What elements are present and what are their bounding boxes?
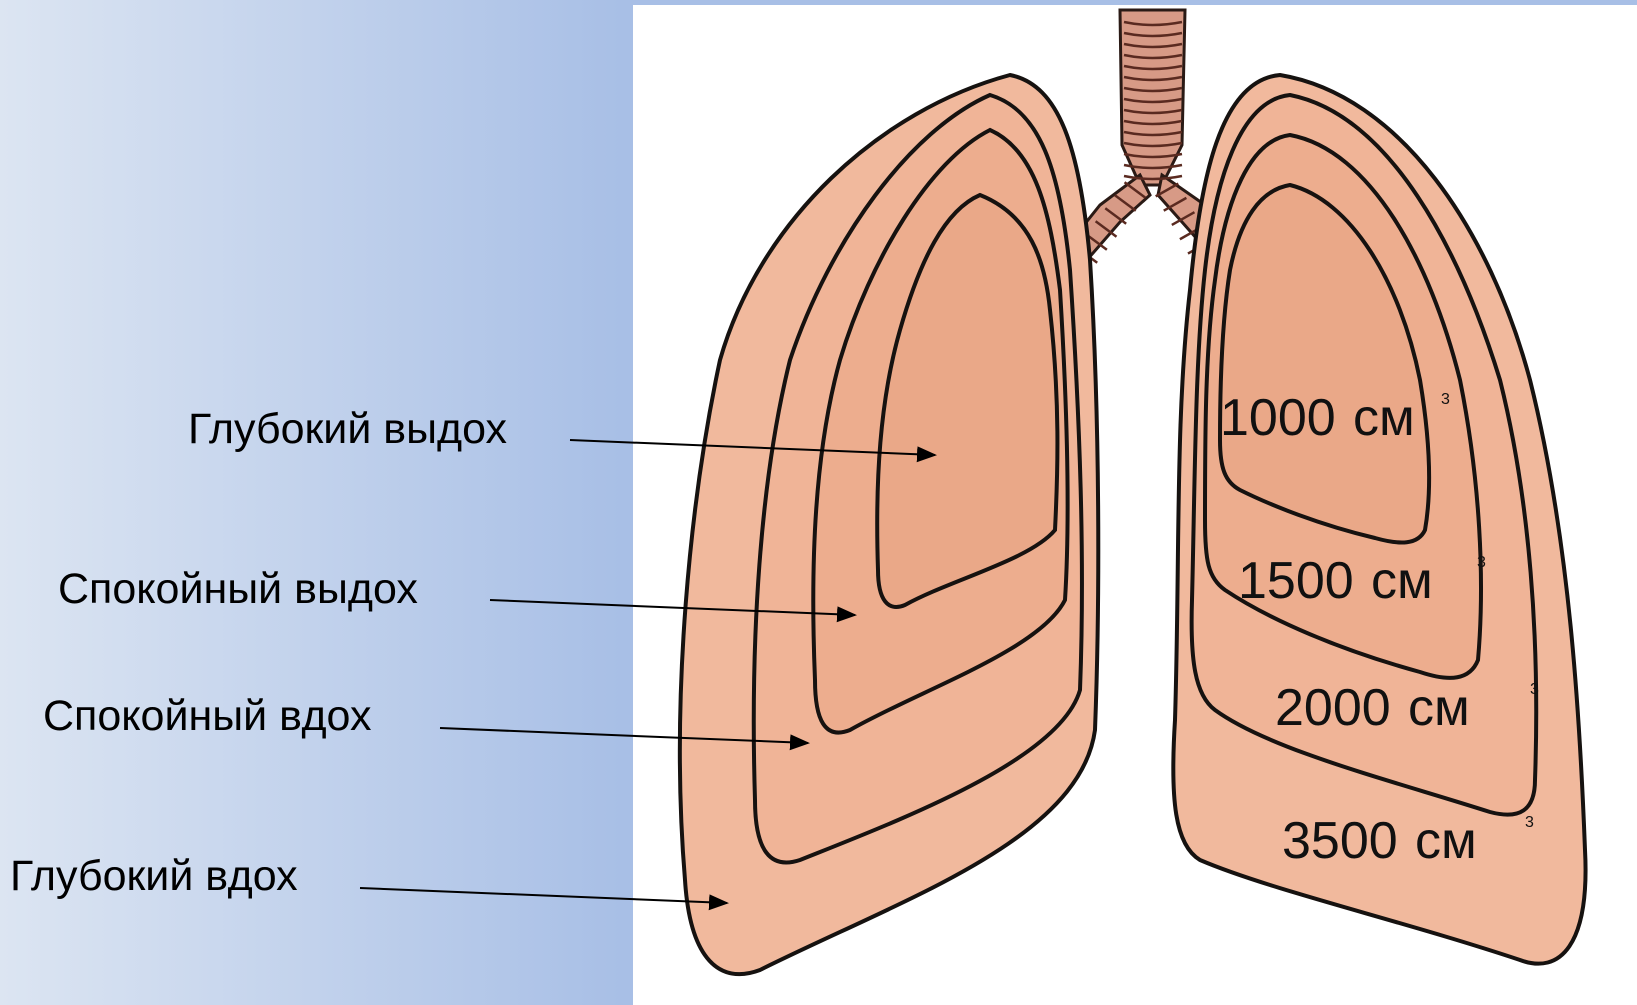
volume-superscript: 3 bbox=[1441, 391, 1450, 408]
volume-unit: см bbox=[1371, 552, 1433, 610]
label-calm-exhale: Спокойный выдох bbox=[58, 568, 418, 611]
volume-superscript: 3 bbox=[1477, 554, 1486, 571]
volume-unit: см bbox=[1408, 679, 1470, 737]
volume-unit: см bbox=[1353, 389, 1415, 447]
label-deep-inhale: Глубокий вдох bbox=[10, 855, 298, 898]
volume-number: 3500 bbox=[1282, 812, 1398, 870]
volume-superscript: 3 bbox=[1530, 681, 1539, 698]
volume-number: 1500 bbox=[1238, 552, 1354, 610]
volume-number: 2000 bbox=[1275, 679, 1391, 737]
label-calm-inhale: Спокойный вдох bbox=[43, 695, 371, 738]
volume-superscript: 3 bbox=[1525, 814, 1534, 831]
volume-unit: см bbox=[1415, 812, 1477, 870]
label-deep-exhale: Глубокий выдох bbox=[188, 408, 507, 451]
volume-number: 1000 bbox=[1220, 389, 1336, 447]
